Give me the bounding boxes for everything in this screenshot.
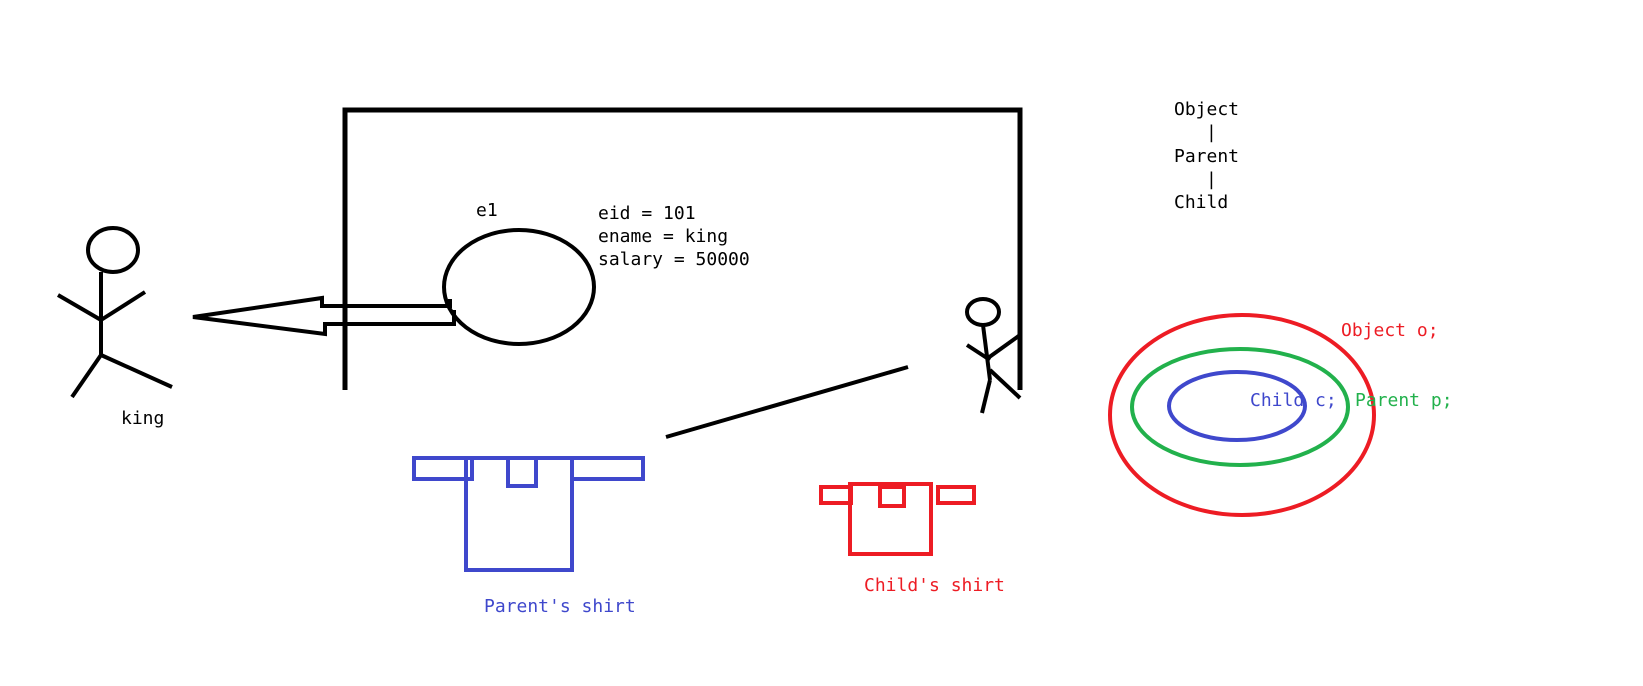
hierarchy-connector-2: |	[1206, 169, 1217, 190]
hierarchy-child: Child	[1174, 192, 1228, 213]
king-label: king	[121, 408, 164, 429]
room-outline	[342, 107, 1023, 390]
king-head	[86, 226, 140, 274]
parent-ref-label: Parent p;	[1355, 390, 1453, 411]
ename-field: ename = king	[598, 226, 728, 247]
child-ref-label: Child c;	[1250, 390, 1337, 411]
hierarchy-parent: Parent	[1174, 146, 1239, 167]
e1-label: e1	[476, 200, 498, 221]
parent-shirt-drawing	[412, 456, 645, 572]
e1-object	[442, 228, 596, 346]
hierarchy-connector-1: |	[1206, 122, 1217, 143]
reference-arrow	[192, 295, 456, 337]
eid-field: eid = 101	[598, 203, 696, 224]
parent-scope-ellipse	[1130, 347, 1350, 467]
child-scope-ellipse	[1167, 370, 1307, 442]
child-shirt-label: Child's shirt	[864, 575, 1005, 596]
parent-shirt-label: Parent's shirt	[484, 596, 636, 617]
hierarchy-object: Object	[1174, 99, 1239, 120]
king-stick-figure	[56, 226, 173, 399]
salary-field: salary = 50000	[598, 249, 750, 270]
child-shirt-drawing	[819, 482, 976, 556]
diagonal-line	[665, 365, 909, 439]
object-ref-label: Object o;	[1341, 320, 1439, 341]
small-stick-figure	[965, 297, 1022, 414]
object-scope-ellipse	[1108, 313, 1376, 517]
small-figure-head	[965, 297, 1001, 327]
